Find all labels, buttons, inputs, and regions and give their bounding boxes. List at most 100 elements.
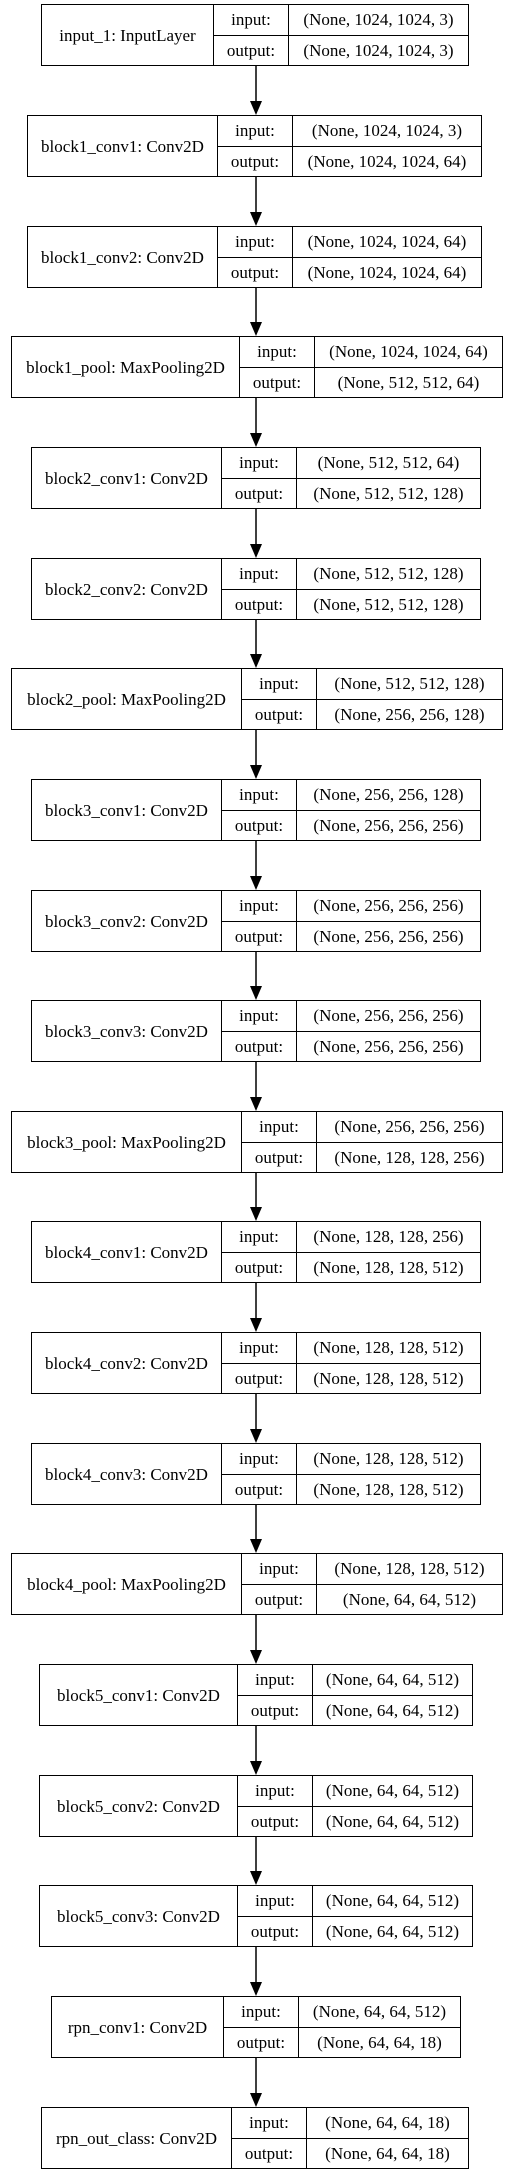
layer-name: block4_conv2: Conv2D (32, 1333, 222, 1393)
output-shape: (None, 64, 64, 18) (325, 2143, 450, 2163)
io-values: (None, 256, 256, 128)(None, 256, 256, 25… (297, 780, 480, 840)
output-shape: (None, 256, 256, 256) (313, 1036, 464, 1056)
output-label: output: (250, 1700, 300, 1720)
edge-arrow (250, 177, 262, 226)
io-values: (None, 1024, 1024, 64)(None, 1024, 1024,… (293, 227, 481, 287)
output-label: output: (234, 1257, 284, 1277)
output-shape: (None, 128, 128, 512) (313, 1257, 464, 1277)
io-values: (None, 1024, 1024, 64)(None, 512, 512, 6… (315, 337, 502, 397)
layer-name: block1_conv2: Conv2D (28, 227, 218, 287)
output-label: output: (250, 1921, 300, 1941)
io-values: (None, 512, 512, 128)(None, 512, 512, 12… (297, 559, 480, 619)
input-label: input: (238, 1886, 312, 1917)
io-values: (None, 128, 128, 512)(None, 128, 128, 51… (297, 1444, 480, 1504)
layer-name: input_1: InputLayer (42, 5, 214, 65)
layer-name: block3_pool: MaxPooling2D (12, 1112, 242, 1172)
output-shape: (None, 64, 64, 18) (317, 2032, 442, 2052)
output-shape: (None, 256, 256, 128) (334, 704, 485, 724)
input-label: input: (222, 780, 296, 811)
io-labels: input:output: (238, 1665, 313, 1725)
io-labels: input:output: (242, 1112, 317, 1172)
edge-arrow (250, 1615, 262, 1664)
io-labels: input:output: (240, 337, 315, 397)
input-label: input: (240, 337, 314, 368)
input-shape: (None, 512, 512, 64) (297, 448, 480, 479)
output-label: output: (254, 1589, 304, 1609)
input-shape: (None, 128, 128, 512) (297, 1444, 480, 1475)
io-labels: input:output: (222, 448, 297, 508)
io-values: (None, 64, 64, 18)(None, 64, 64, 18) (307, 2108, 468, 2168)
output-label: output: (234, 815, 284, 835)
io-labels: input:output: (242, 1554, 317, 1614)
output-shape: (None, 64, 64, 512) (325, 1811, 460, 1831)
input-shape: (None, 128, 128, 512) (317, 1554, 502, 1585)
output-shape: (None, 512, 512, 128) (313, 483, 464, 503)
input-shape: (None, 128, 128, 256) (297, 1222, 480, 1253)
output-label: output: (254, 704, 304, 724)
input-shape: (None, 1024, 1024, 3) (289, 5, 468, 36)
layer-name: block2_conv1: Conv2D (32, 448, 222, 508)
output-label: output: (244, 2143, 294, 2163)
output-label: output: (250, 1811, 300, 1831)
edge-arrow (250, 1062, 262, 1111)
input-shape: (None, 512, 512, 128) (317, 669, 502, 700)
output-label: output: (234, 594, 284, 614)
layer-name: block5_conv3: Conv2D (40, 1886, 238, 1946)
input-shape: (None, 64, 64, 512) (313, 1776, 472, 1807)
input-label: input: (242, 1112, 316, 1143)
input-shape: (None, 256, 256, 128) (297, 780, 480, 811)
input-shape: (None, 64, 64, 512) (313, 1665, 472, 1696)
output-label: output: (230, 151, 280, 171)
input-label: input: (232, 2108, 306, 2139)
output-shape: (None, 64, 64, 512) (342, 1589, 477, 1609)
output-label: output: (234, 1036, 284, 1056)
output-shape: (None, 1024, 1024, 3) (303, 40, 454, 60)
input-shape: (None, 1024, 1024, 64) (315, 337, 502, 368)
input-label: input: (214, 5, 288, 36)
layer-name: block2_pool: MaxPooling2D (12, 669, 242, 729)
io-values: (None, 128, 128, 512)(None, 128, 128, 51… (297, 1333, 480, 1393)
io-values: (None, 64, 64, 512)(None, 64, 64, 18) (299, 1997, 460, 2057)
edge-arrow (250, 730, 262, 779)
input-label: input: (222, 448, 296, 479)
input-shape: (None, 128, 128, 512) (297, 1333, 480, 1364)
input-label: input: (222, 1222, 296, 1253)
edge-arrow (250, 841, 262, 890)
output-shape: (None, 64, 64, 512) (325, 1921, 460, 1941)
output-label: output: (234, 926, 284, 946)
output-label: output: (234, 1368, 284, 1388)
output-label: output: (236, 2032, 286, 2052)
layer-name: block4_conv3: Conv2D (32, 1444, 222, 1504)
input-label: input: (222, 1001, 296, 1032)
input-label: input: (222, 891, 296, 922)
input-label: input: (222, 559, 296, 590)
io-values: (None, 512, 512, 64) (None, 512, 512, 128… (297, 448, 480, 508)
io-values: (None, 256, 256, 256)(None, 256, 256, 25… (297, 1001, 480, 1061)
edge-arrow (250, 398, 262, 447)
edge-arrow (250, 952, 262, 1000)
input-shape: (None, 256, 256, 256) (317, 1112, 502, 1143)
edge-arrow (250, 2058, 262, 2107)
io-labels: input: output: (232, 2108, 307, 2168)
layer-name: block2_conv2: Conv2D (32, 559, 222, 619)
input-label: input: (222, 1333, 296, 1364)
io-values: (None, 512, 512, 128) (None, 256, 256, 12… (317, 669, 502, 729)
edge-arrow (250, 509, 262, 558)
io-labels: input: output: (222, 1222, 297, 1282)
layer-name: block1_pool: MaxPooling2D (12, 337, 240, 397)
input-label: input: (242, 669, 316, 700)
layer-name: block4_conv1: Conv2D (32, 1222, 222, 1282)
io-values: (None, 128, 128, 512) (None, 64, 64, 512) (317, 1554, 502, 1614)
